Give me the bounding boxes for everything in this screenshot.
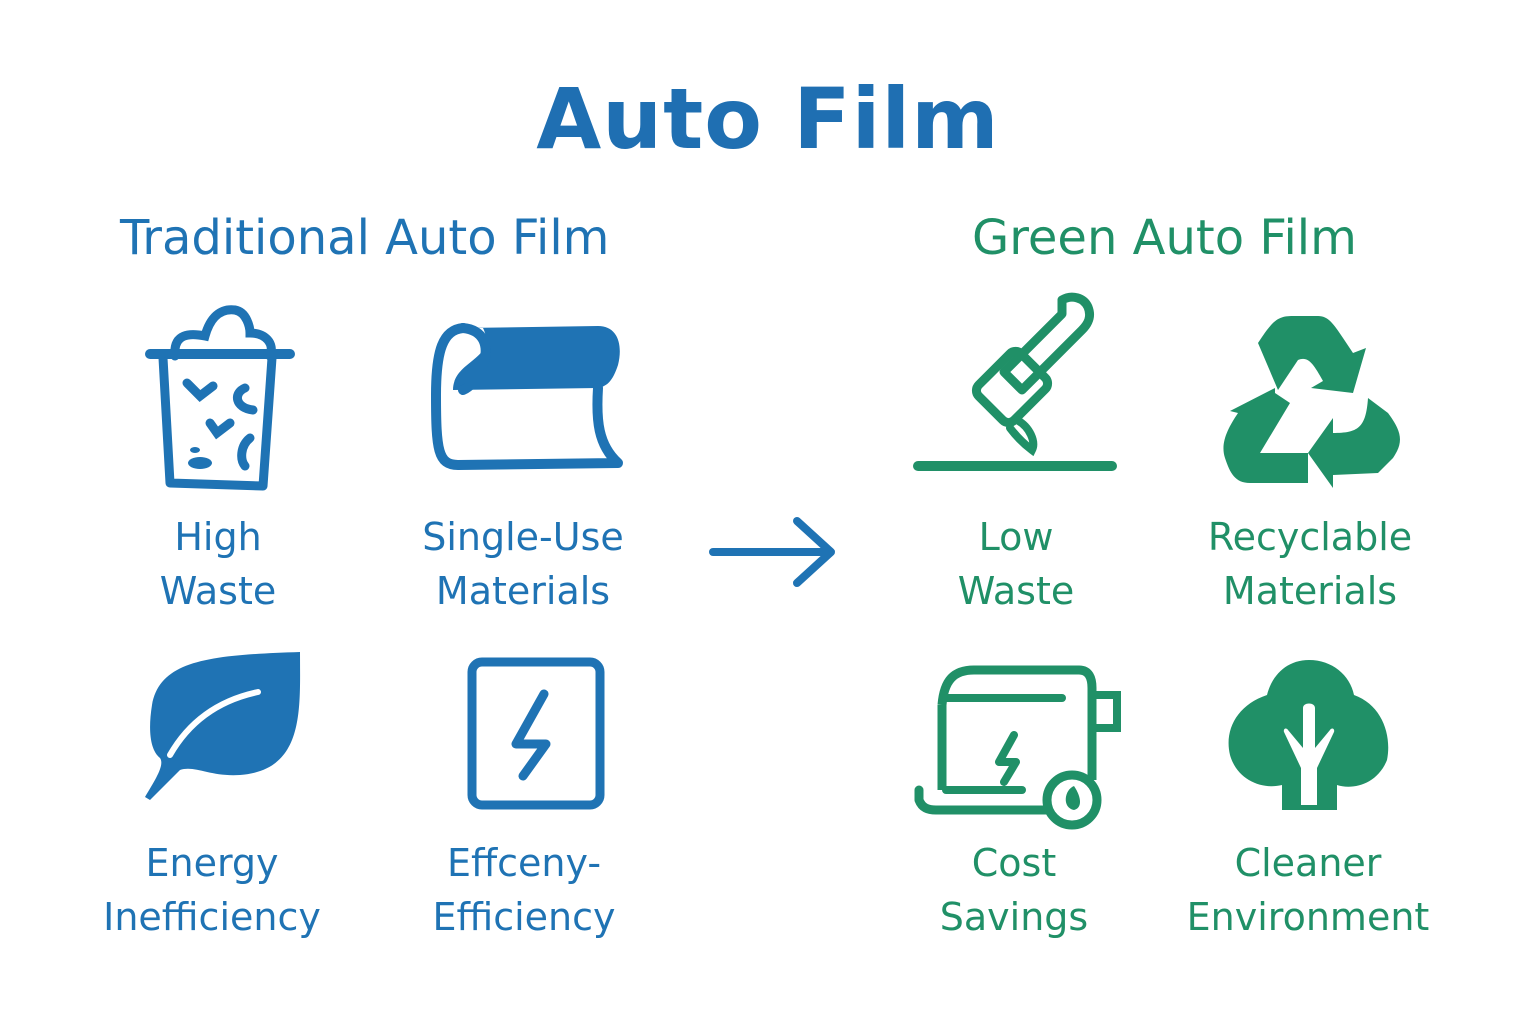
traditional-heading: Traditional Auto Film bbox=[120, 210, 610, 266]
film-roll-icon bbox=[431, 323, 623, 470]
label-recyclable-materials: Recyclable Materials bbox=[1207, 515, 1413, 613]
trash-bin-icon bbox=[145, 305, 295, 491]
label-energy-inefficiency: Energy Inefficiency bbox=[103, 841, 321, 939]
page-title: Auto Film bbox=[536, 70, 1000, 168]
label-cleaner-environment: Cleaner Environment bbox=[1186, 841, 1430, 939]
energy-device-icon bbox=[914, 665, 1121, 830]
recycle-icon bbox=[1223, 316, 1400, 488]
label-efficiency: Effceny- Efficiency bbox=[432, 841, 616, 939]
arrow-right-icon bbox=[709, 517, 835, 587]
lightning-box-icon bbox=[467, 657, 605, 810]
green-heading: Green Auto Film bbox=[972, 210, 1357, 266]
label-single-use-materials: Single-Use Materials bbox=[422, 515, 624, 613]
label-high-waste: High Waste bbox=[159, 515, 277, 613]
tree-icon bbox=[1228, 660, 1389, 810]
applicator-tool-icon bbox=[913, 292, 1117, 471]
label-low-waste: Low Waste bbox=[957, 515, 1075, 613]
label-cost-savings: Cost Savings bbox=[939, 841, 1089, 939]
leaf-icon bbox=[145, 652, 301, 800]
